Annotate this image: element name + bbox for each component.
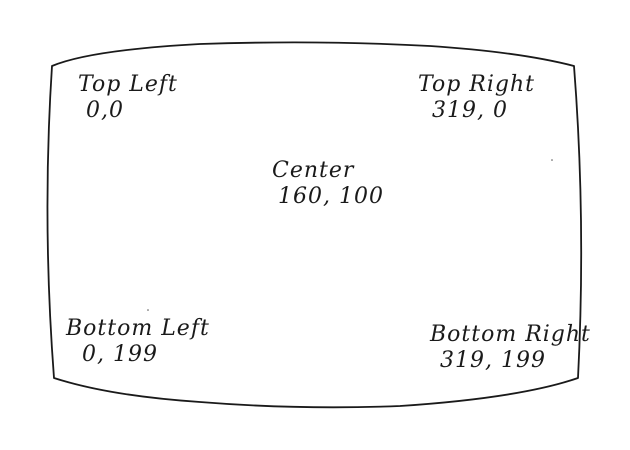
bottom-right-coord: 319, 199 (440, 348, 546, 373)
top-left-coord: 0,0 (86, 98, 124, 123)
top-right-name: Top Right (418, 72, 535, 97)
top-left-name: Top Left (78, 72, 178, 97)
top-right-coord: 319, 0 (432, 98, 508, 123)
center-coord: 160, 100 (278, 184, 384, 209)
bottom-left-name: Bottom Left (66, 316, 210, 341)
bottom-right-name: Bottom Right (430, 322, 591, 347)
top-left-label: Top Left 0,0 (78, 72, 178, 124)
bottom-left-label: Bottom Left 0, 199 (66, 316, 210, 368)
bottom-right-label: Bottom Right 319, 199 (430, 322, 591, 374)
center-label: Center 160, 100 (272, 158, 384, 210)
bottom-left-coord: 0, 199 (82, 342, 158, 367)
center-name: Center (272, 158, 355, 183)
top-right-label: Top Right 319, 0 (418, 72, 535, 124)
